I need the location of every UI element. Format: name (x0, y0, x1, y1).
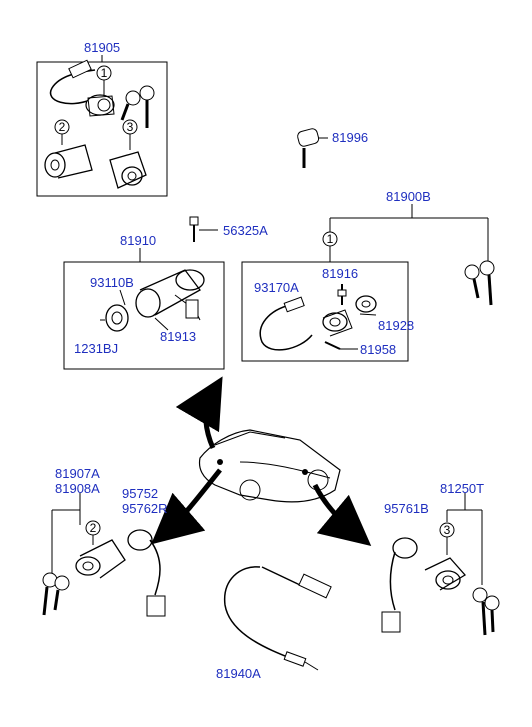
part-label-81905: 81905 (84, 40, 121, 55)
part-label-81958: 81958 (360, 342, 397, 357)
callout-1b: 1 (327, 232, 334, 246)
part-label-81996: 81996 (332, 130, 369, 145)
pointer-arrows (151, 376, 372, 547)
callout-3: 3 (127, 120, 134, 134)
part-label-81928: 81928 (378, 318, 415, 333)
cable-81940A-icon (224, 566, 332, 671)
part-label-93170A: 93170A (254, 280, 299, 295)
part-label-81916: 81916 (322, 266, 359, 281)
group-81900B: 1 (241, 204, 495, 362)
key-pair-icon (120, 85, 155, 128)
part-label-95762R: 95762R (122, 501, 168, 516)
part-label-81250T: 81250T (440, 481, 485, 496)
key-81996-icon (297, 128, 328, 168)
part-label-81908A: 81908A (55, 481, 100, 496)
part-label-56325A: 56325A (223, 223, 268, 238)
group-81905: 1 2 3 (36, 55, 168, 197)
part-label-1231BJ: 1231BJ (74, 341, 119, 356)
switch-95752-icon (127, 529, 166, 617)
callout-2: 2 (59, 120, 66, 134)
part-label-81910: 81910 (120, 233, 157, 248)
callout-2b: 2 (90, 521, 97, 535)
group-81907A: 2 (42, 493, 126, 616)
part-label-95752: 95752 (122, 486, 159, 501)
part-label-81940A: 81940A (216, 666, 261, 681)
part-label-81913: 81913 (160, 329, 197, 344)
part-label-81907A: 81907A (55, 466, 100, 481)
group-81250T: 3 (381, 493, 500, 636)
screw-56325A-icon (189, 216, 218, 242)
part-label-95761B: 95761B (384, 501, 429, 516)
callout-3b: 3 (444, 523, 451, 537)
part-label-93110B: 93110B (90, 275, 134, 290)
key-pair-81907A-icon (42, 572, 70, 616)
key-pair-81900B-icon (464, 260, 495, 306)
callout-1: 1 (101, 66, 108, 80)
key-pair-81250T-icon (472, 587, 500, 636)
part-label-81900B: 81900B (386, 189, 431, 204)
car-illustration (198, 429, 341, 503)
group-81910 (63, 248, 225, 370)
